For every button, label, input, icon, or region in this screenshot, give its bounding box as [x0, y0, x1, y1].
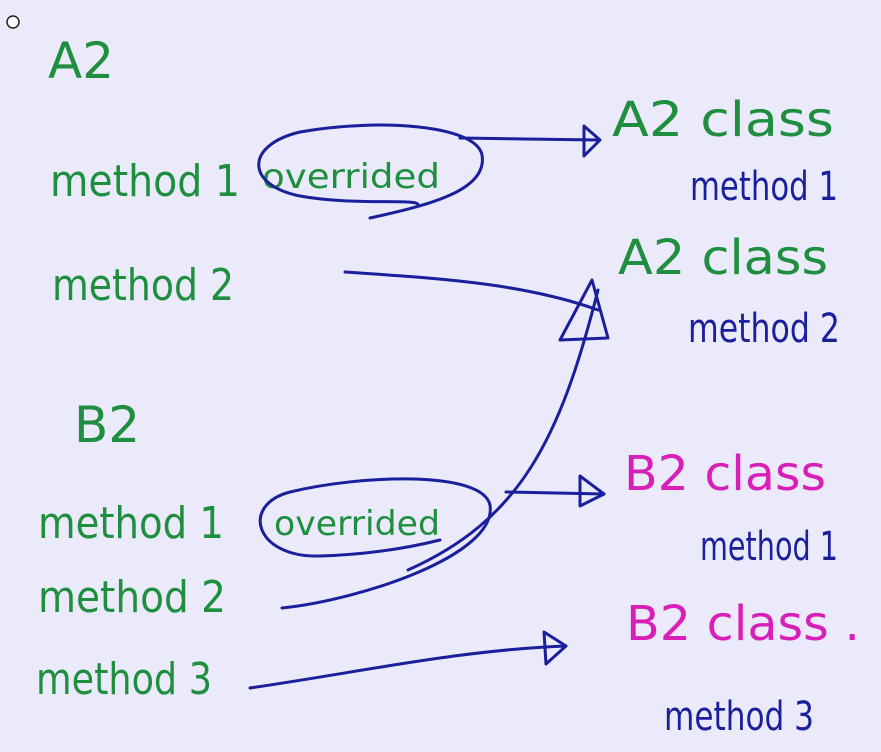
a2-method2-label: method 2: [52, 260, 234, 311]
arrowhead-b2-method3-icon: [542, 630, 568, 666]
corner-circle-icon[interactable]: [6, 15, 20, 29]
b2-class-method-3: method 3: [664, 694, 814, 740]
b2-method3-label: method 3: [36, 654, 212, 705]
override-loop-top: [257, 123, 484, 220]
b2-method1-label: method 1: [38, 498, 224, 549]
b2-title: B2: [74, 396, 140, 454]
a2-class-title-1: A2 class: [612, 92, 834, 148]
a2-class-method-2: method 2: [688, 306, 840, 352]
arrowhead-a2-method2-icon: [558, 278, 610, 342]
arrow-line-b2-method2-to-a2: [406, 288, 600, 572]
a2-title: A2: [48, 32, 114, 90]
overrided-annotation-top: overrided: [262, 157, 440, 197]
a2-class-method-1: method 1: [690, 164, 838, 210]
arrow-line-a2-method2: [343, 270, 600, 312]
arrowhead-b2-method1-icon: [578, 474, 606, 508]
b2-class-title-1: B2 class: [624, 446, 826, 502]
a2-method1-label: method 1: [50, 156, 240, 207]
overrided-annotation-bottom: overrided: [274, 504, 440, 544]
arrow-line-b2-method1: [504, 490, 606, 496]
override-loop-bottom: [258, 477, 492, 610]
arrow-line-a2-method1: [458, 136, 600, 142]
arrow-line-b2-method3: [248, 644, 568, 690]
b2-method2-label: method 2: [38, 572, 226, 623]
b2-class-method-1: method 1: [700, 524, 838, 570]
a2-class-title-2: A2 class: [618, 230, 828, 286]
arrowhead-a2-method1-icon: [582, 124, 602, 158]
b2-class-title-2: B2 class .: [626, 596, 860, 652]
